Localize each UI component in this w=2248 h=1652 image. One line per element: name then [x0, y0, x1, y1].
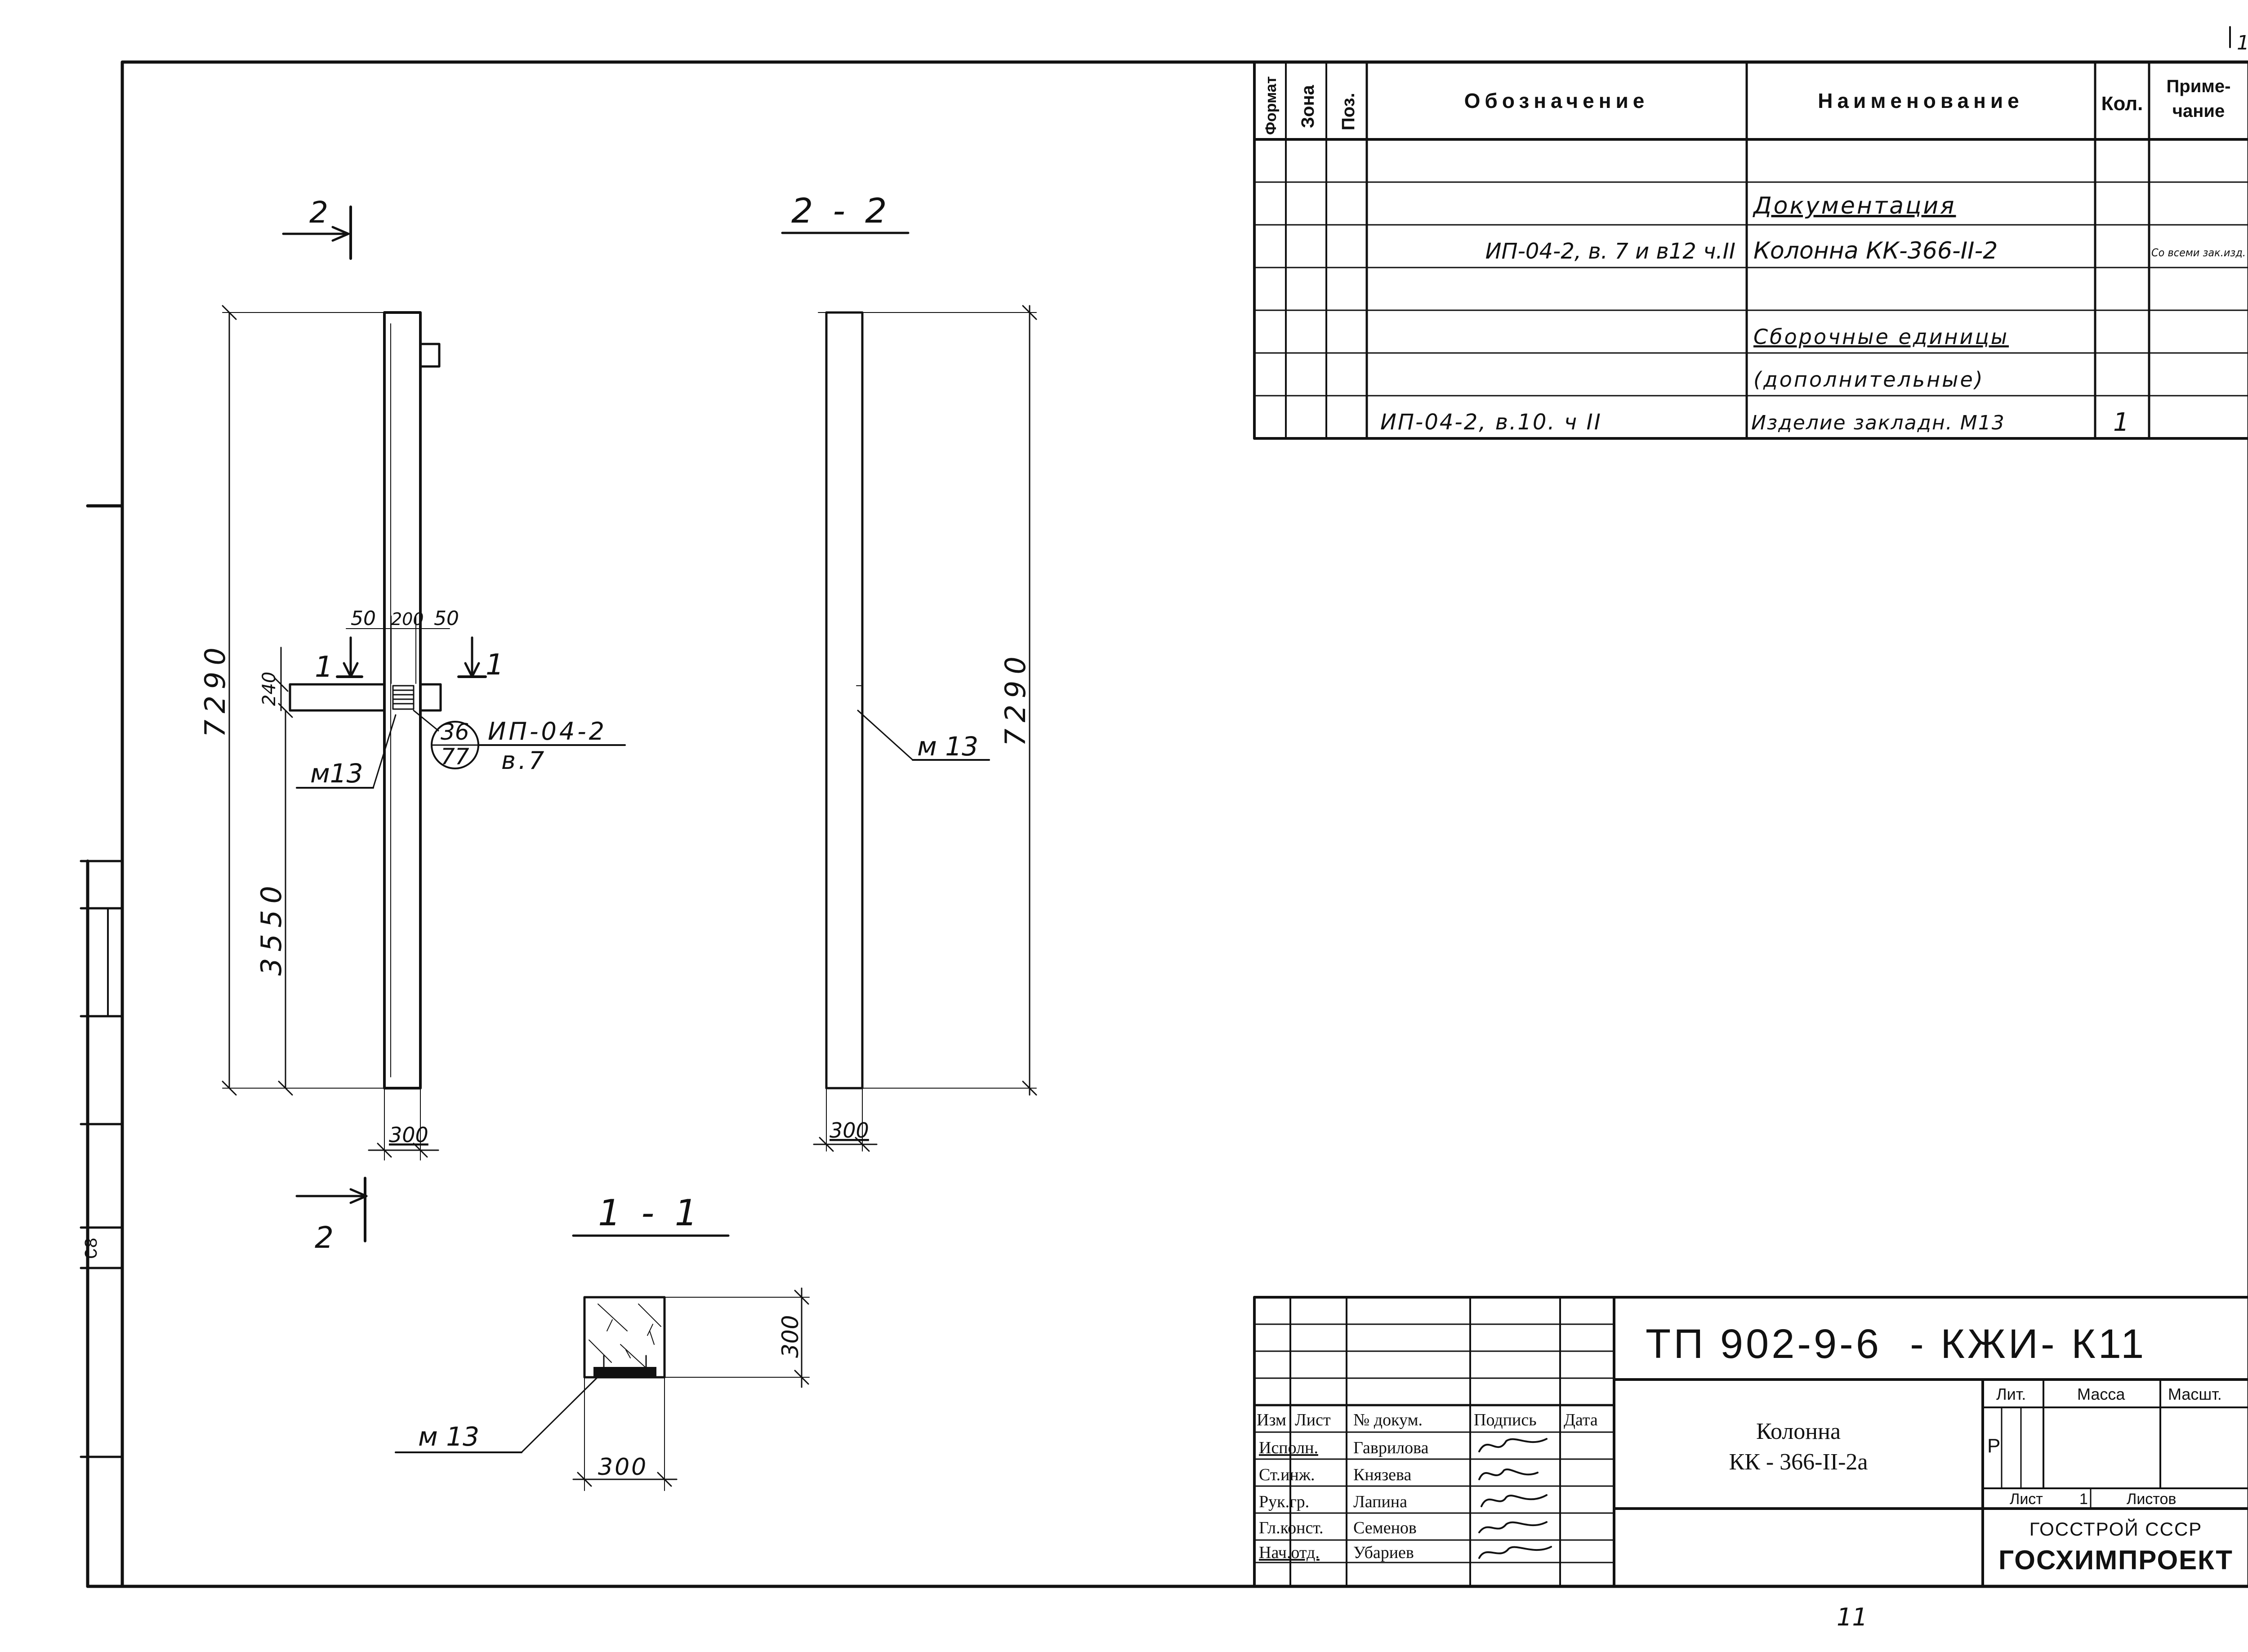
row-7-name: Изделие закладн. М13 — [1751, 411, 2005, 434]
callout-top: 36 — [441, 719, 469, 745]
dim-width-2-2: 300 — [830, 1118, 869, 1143]
org-line-1: ГОССТРОЙ СССР — [2029, 1518, 2203, 1540]
col-date: Дата — [1564, 1411, 1598, 1429]
col-doc: № докум. — [1353, 1411, 1423, 1429]
row-3-name: Колонна КК-366-II-2 — [1753, 237, 1998, 264]
name-4: Семенов — [1353, 1518, 1417, 1537]
header-name: Наименование — [1818, 89, 2023, 112]
embedded-label-2-2: м 13 — [917, 731, 978, 762]
dim-lower-height: 3550 — [255, 880, 288, 976]
header-note-1: Приме- — [2167, 76, 2231, 96]
cut-mark-2-bottom: 2 — [315, 1220, 334, 1255]
cut-mark-1-right: 1 — [486, 648, 504, 682]
callout-ref-2: в.7 — [501, 746, 547, 775]
name-2: Князева — [1353, 1465, 1411, 1484]
role-3: Рук.гр. — [1259, 1492, 1309, 1511]
row-3-designation: ИП-04-2, в. 7 и в12 ч.II — [1485, 239, 1735, 264]
dim-200: 200 — [391, 609, 424, 629]
mass-label: Масса — [2077, 1385, 2125, 1403]
section-width: 300 — [598, 1454, 648, 1481]
callout-ref-1: ИП-04-2 — [488, 717, 607, 746]
page-number-top: 10 — [2237, 31, 2248, 54]
header-zone: Зона — [1298, 85, 1318, 128]
embedded-label-elevation: м13 — [310, 758, 363, 789]
section-2-2: 2 - 2 7290 м 13 300 — [781, 191, 1037, 1152]
drawing-title-2: КК - 366-II-2а — [1729, 1449, 1868, 1475]
dim-width-elevation: 300 — [389, 1123, 428, 1147]
dim-50-right: 50 — [434, 607, 459, 630]
section-2-2-title: 2 - 2 — [791, 191, 891, 231]
page-number-bottom: 11 — [1837, 1603, 1868, 1631]
drawing-title-1: Колонна — [1756, 1419, 1841, 1444]
row-7-qty: 1 — [2113, 408, 2129, 437]
dim-total-height-2-2: 7290 — [999, 650, 1032, 746]
lit-label: Лит. — [1996, 1385, 2026, 1403]
col-list: Лист — [1295, 1411, 1331, 1429]
header-format: Формат — [1262, 76, 1280, 135]
cut-mark-2-top: 2 — [309, 195, 328, 230]
role-5: Нач.отд. — [1259, 1543, 1320, 1562]
name-1: Гаврилова — [1353, 1438, 1429, 1457]
dim-50-left: 50 — [351, 607, 376, 630]
col-izm: Изм — [1257, 1411, 1286, 1429]
sheets-label: Листов — [2127, 1491, 2176, 1508]
name-3: Лапина — [1353, 1492, 1407, 1511]
project-code: ТП 902-9-6 - КЖИ- К11 — [1646, 1321, 2146, 1367]
section-1-1: 1 - 1 300 300 м 13 — [395, 1192, 810, 1491]
binding-margin: С8 — [80, 504, 124, 1588]
row-5-name: Сборочные единицы — [1753, 325, 2009, 349]
header-pos: Поз. — [1338, 93, 1358, 130]
column-elevation: 2 50 200 50 1 1 — [199, 195, 626, 1255]
embedded-plate-section — [593, 1367, 656, 1377]
header-designation: Обозначение — [1464, 89, 1649, 112]
callout-bottom: 77 — [441, 744, 469, 770]
dim-bracket-height: 240 — [259, 672, 280, 706]
stage: Р — [1987, 1435, 2000, 1457]
header-note-2: чание — [2172, 101, 2225, 121]
role-1: Исполн. — [1259, 1438, 1318, 1457]
org-line-2: ГОСХИМПРОЕКТ — [1998, 1545, 2233, 1575]
specification-table: Формат Зона Поз. Обозначение Наименовани… — [1253, 61, 2248, 440]
sheet-frame — [120, 60, 2248, 1588]
role-2: Ст.инж. — [1259, 1465, 1315, 1484]
section-1-1-title: 1 - 1 — [598, 1192, 702, 1234]
scale-label: Масшт. — [2168, 1385, 2222, 1403]
dim-total-height: 7290 — [199, 641, 232, 737]
row-3-note: Со всеми зак.изд. — [2151, 246, 2246, 259]
role-4: Гл.конст. — [1259, 1518, 1324, 1537]
name-5: Убариев — [1353, 1543, 1414, 1562]
header-qty: Кол. — [2101, 93, 2143, 115]
section-height: 300 — [777, 1315, 803, 1358]
col-sign: Подпись — [1474, 1411, 1537, 1429]
signatures — [1478, 1438, 1552, 1559]
cut-mark-1-left: 1 — [315, 651, 333, 684]
sheet-label: Лист — [2010, 1491, 2043, 1508]
row-7-designation: ИП-04-2, в.10. ч II — [1380, 410, 1602, 435]
row-2-name: Документация — [1753, 192, 1956, 219]
margin-stamp: С8 — [82, 1237, 103, 1259]
sheet-value: 1 — [2079, 1491, 2088, 1508]
title-block: Изм Лист № докум. Подпись Дата Исполн. Г… — [1253, 1296, 2248, 1588]
embedded-label-section: м 13 — [418, 1421, 479, 1452]
row-6-name: (дополнительные) — [1753, 367, 1985, 392]
